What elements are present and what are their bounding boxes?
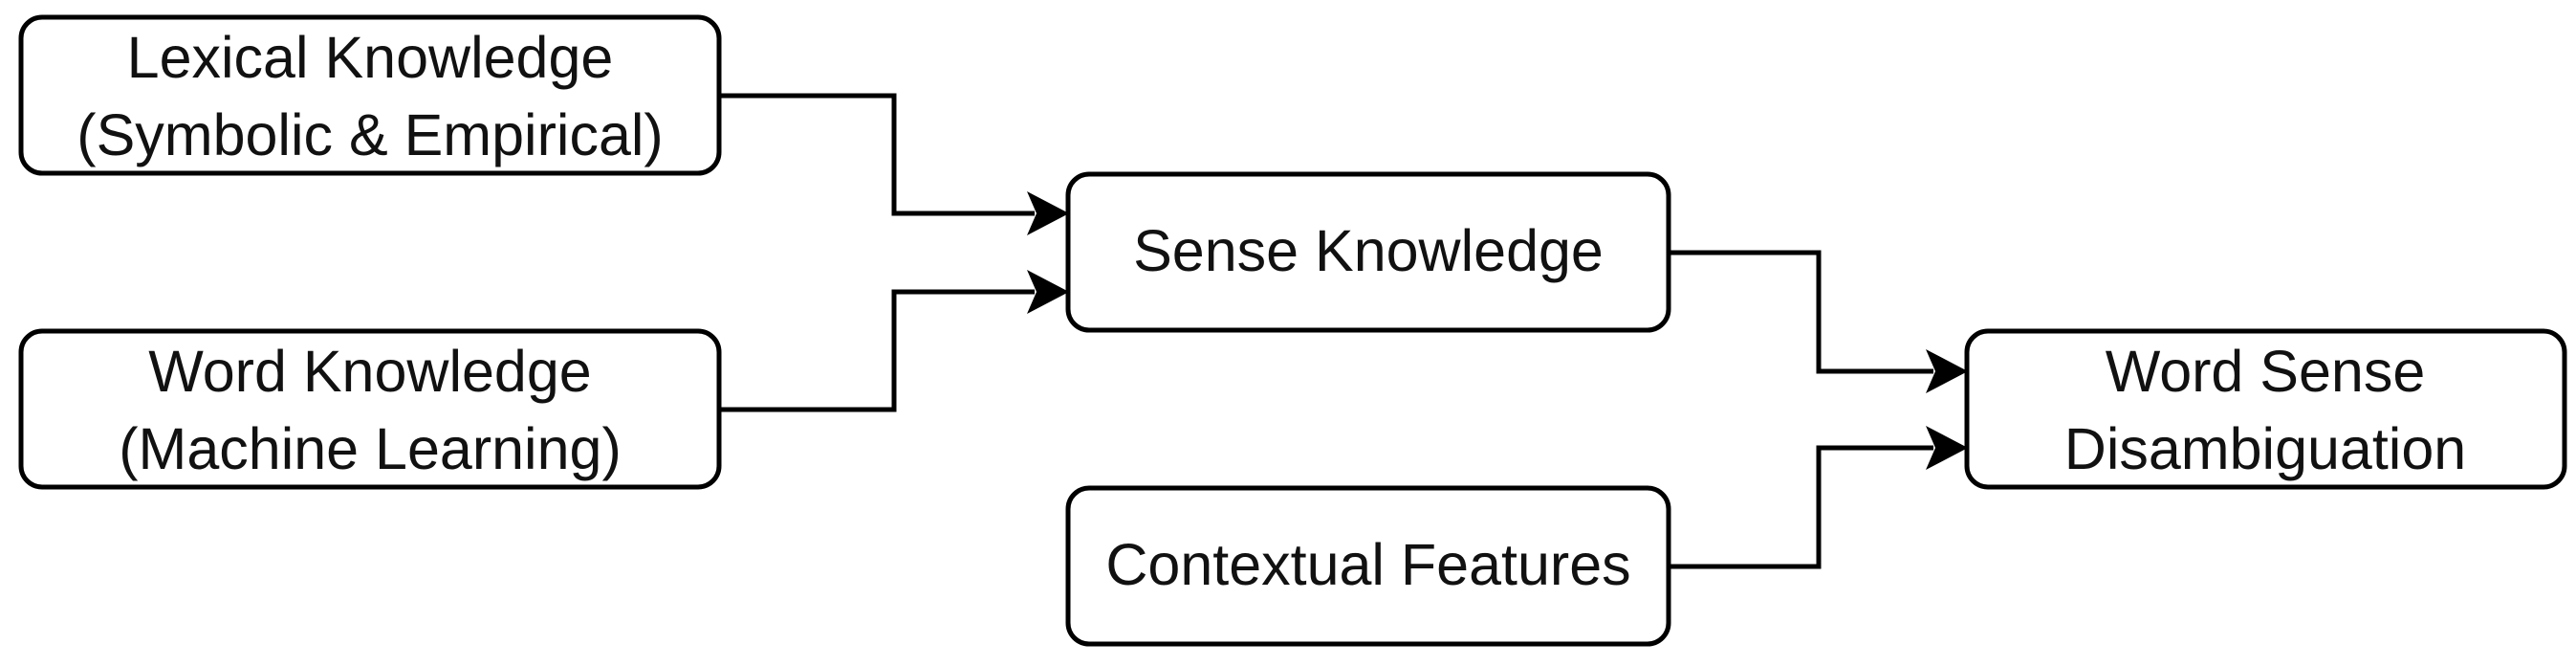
node-label-line: Word Sense [2106, 339, 2426, 404]
edge-sense-to-wsd [1669, 250, 1968, 393]
node-word-knowledge: Word Knowledge (Machine Learning) [18, 328, 722, 490]
arrowhead-icon [1027, 191, 1069, 235]
edge-contextual-to-wsd [1669, 426, 1968, 569]
node-label-line: Disambiguation [2064, 416, 2466, 481]
node-label-line: (Symbolic & Empirical) [76, 102, 664, 167]
arrowhead-icon [1926, 426, 1968, 470]
node-label-line: Word Knowledge [148, 339, 591, 404]
edges [719, 93, 1968, 569]
edge-lexical-to-sense [719, 93, 1069, 235]
node-lexical-knowledge: Lexical Knowledge (Symbolic & Empirical) [18, 14, 722, 176]
node-label-line: Contextual Features [1105, 532, 1630, 597]
node-label-line: (Machine Learning) [119, 416, 622, 481]
edge-word-to-sense [719, 270, 1069, 412]
node-word-sense-disambiguation: Word Sense Disambiguation [1964, 328, 2567, 490]
arrowhead-icon [1926, 349, 1968, 393]
node-label-line: Lexical Knowledge [127, 25, 614, 90]
node-label-line: Sense Knowledge [1133, 218, 1604, 283]
node-contextual-features: Contextual Features [1065, 485, 1671, 647]
arrowhead-icon [1027, 270, 1069, 314]
node-sense-knowledge: Sense Knowledge [1065, 171, 1671, 333]
